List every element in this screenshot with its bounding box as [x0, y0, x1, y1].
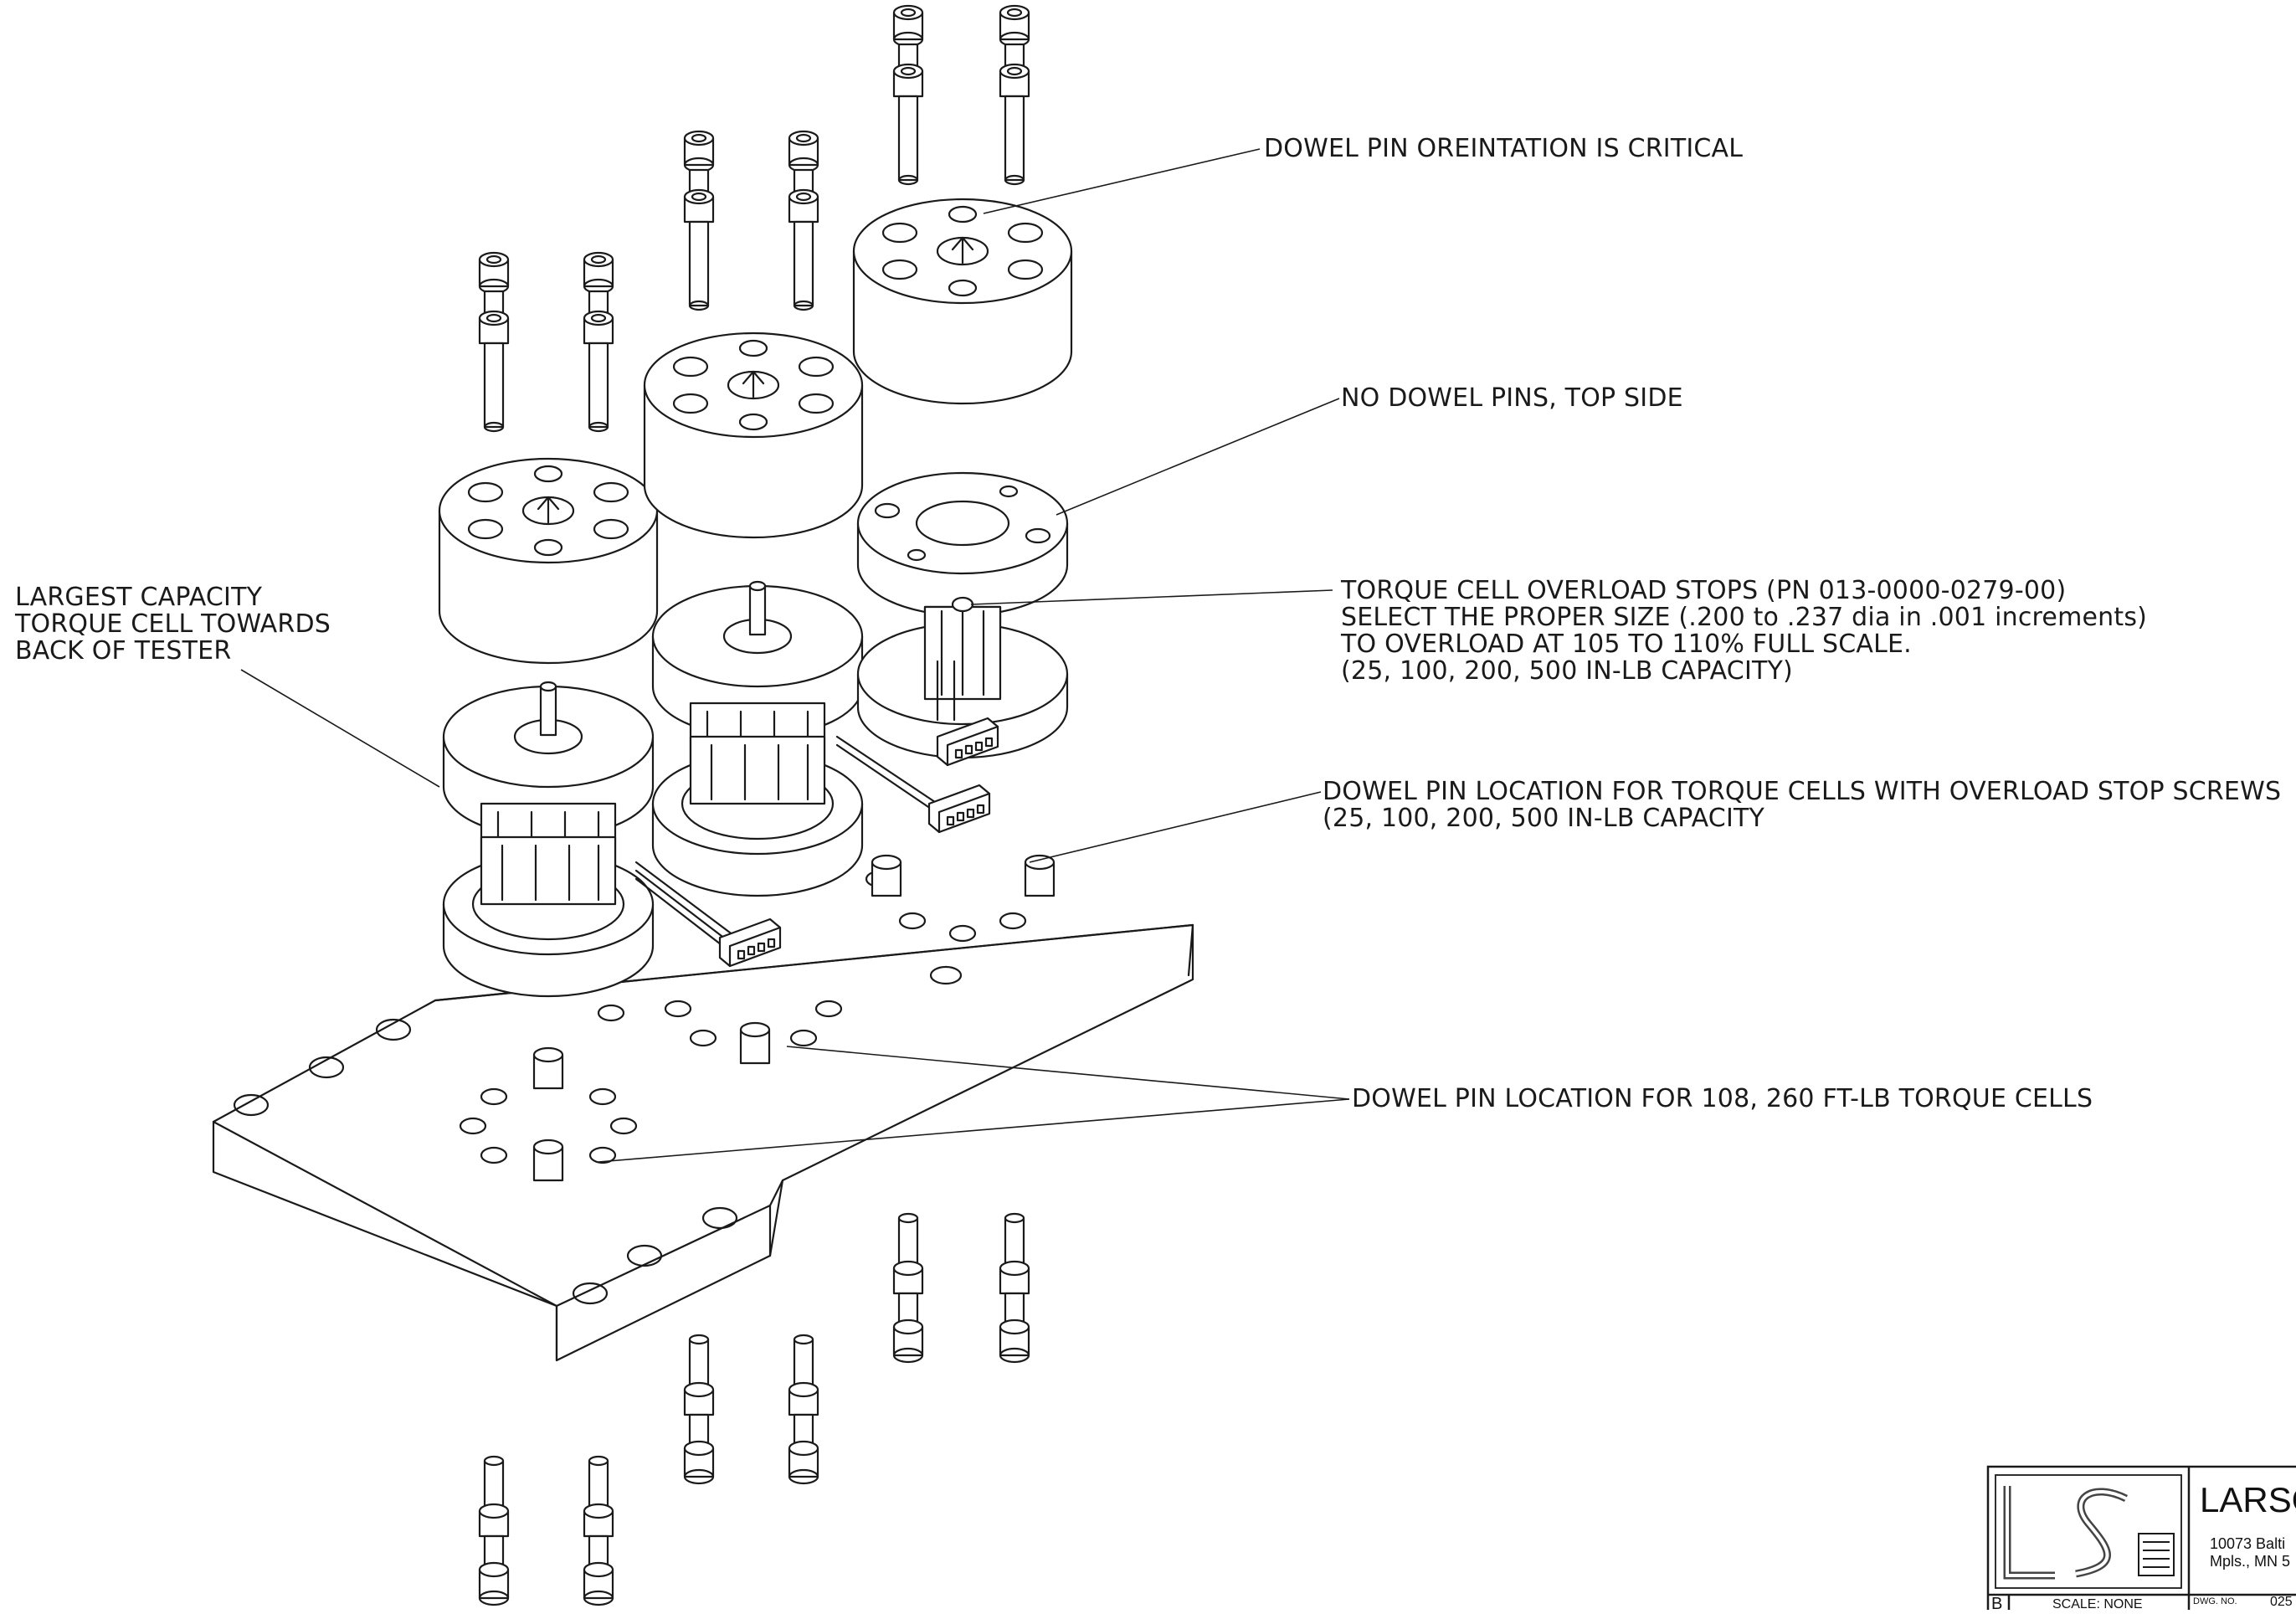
adapter-left	[438, 457, 659, 665]
note-largest-capacity: LARGEST CAPACITY TORQUE CELL TOWARDS BAC…	[15, 584, 331, 665]
screw-top	[683, 130, 715, 311]
screw-bottom	[788, 1334, 819, 1485]
note-overload-stops: TORQUE CELL OVERLOAD STOPS (PN 013-0000-…	[1341, 578, 2147, 685]
connector-large	[718, 918, 782, 968]
leader-lines	[240, 148, 1350, 1163]
address-line-1: 10073 Balti	[2210, 1535, 2286, 1552]
torque-cell-large	[442, 681, 655, 998]
adapter-middle	[643, 332, 864, 539]
note-line: (25, 100, 200, 500 IN-LB CAPACITY)	[1341, 656, 1793, 686]
note-dowel-critical: DOWEL PIN OREINTATION IS CRITICAL	[1264, 134, 1744, 163]
note-line: SELECT THE PROPER SIZE (.200 to .237 dia…	[1341, 603, 2148, 632]
screw-bottom	[583, 1455, 614, 1606]
screw-bottom	[999, 1212, 1030, 1364]
title-block	[1986, 1465, 2296, 1610]
revision-letter: B	[1991, 1595, 2003, 1613]
base-plate	[212, 854, 1194, 1362]
scale-label: SCALE: NONE	[2052, 1597, 2143, 1611]
note-line: TORQUE CELL TOWARDS	[15, 609, 331, 639]
company-name: LARSO	[2200, 1480, 2296, 1519]
torque-cell-middle	[651, 580, 864, 897]
note-line: DOWEL PIN LOCATION FOR TORQUE CELLS WITH…	[1323, 777, 2282, 806]
dwg-no-value: 025	[2270, 1595, 2293, 1609]
note-no-dowel-top: NO DOWEL PINS, TOP SIDE	[1341, 383, 1683, 413]
note-line: LARGEST CAPACITY	[15, 583, 263, 612]
torque-cell-small	[856, 471, 1069, 759]
dwg-no-label: DWG. NO.	[2193, 1596, 2237, 1606]
note-line: BACK OF TESTER	[15, 636, 232, 666]
address-line-2: Mpls., MN 5	[2210, 1553, 2291, 1570]
note-line: (25, 100, 200, 500 IN-LB CAPACITY	[1323, 804, 1765, 833]
note-line: TO OVERLOAD AT 105 TO 110% FULL SCALE.	[1341, 630, 1912, 659]
screw-top	[788, 130, 819, 311]
note-line: TORQUE CELL OVERLOAD STOPS (PN 013-0000-…	[1341, 576, 2067, 605]
logo-mark	[2003, 1486, 2175, 1580]
connector-middle	[927, 784, 991, 834]
screw-bottom	[478, 1455, 510, 1606]
screw-top	[892, 4, 924, 186]
screw-top	[583, 251, 614, 433]
screw-bottom	[683, 1334, 715, 1485]
screw-top	[478, 251, 510, 433]
note-dowel-108-260: DOWEL PIN LOCATION FOR 108, 260 FT-LB TO…	[1352, 1084, 2093, 1113]
adapter-right	[852, 198, 1073, 405]
screw-bottom	[892, 1212, 924, 1364]
screw-top	[999, 4, 1030, 186]
note-dowel-overload-screws: DOWEL PIN LOCATION FOR TORQUE CELLS WITH…	[1323, 779, 2281, 832]
